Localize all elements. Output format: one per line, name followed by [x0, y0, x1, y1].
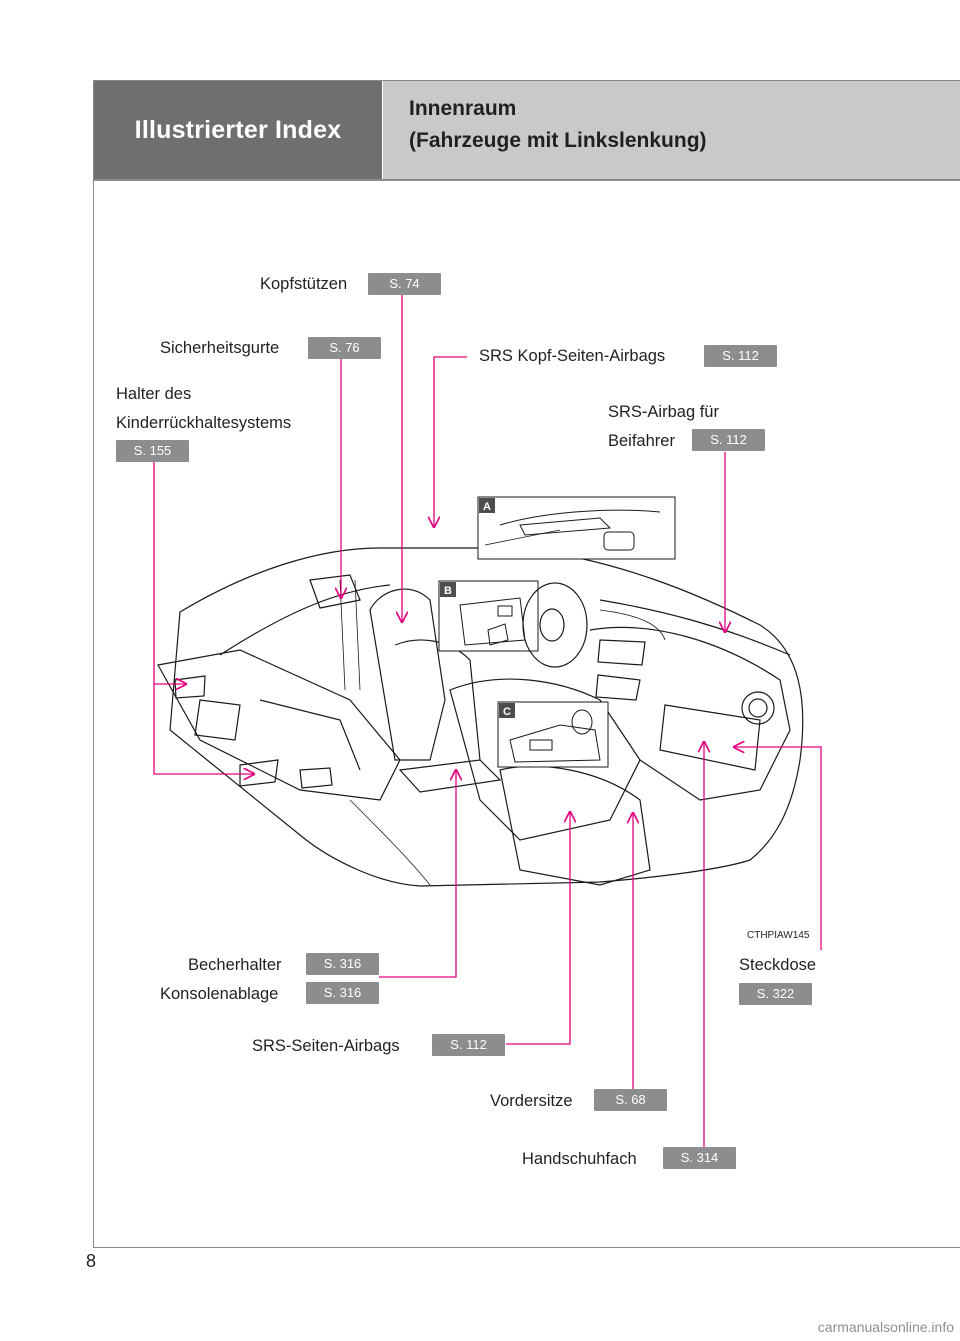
page-ref-halter[interactable]: S. 155: [116, 440, 189, 462]
label-airbag-beifahrer-line2: Beifahrer: [608, 432, 675, 450]
page-title-line1: Innenraum: [409, 97, 517, 120]
label-halter-line1: Halter des: [116, 385, 192, 403]
page-ref-konsolenablage[interactable]: S. 316: [306, 982, 379, 1004]
inset-a: A: [477, 496, 676, 560]
page-ref-becherhalter[interactable]: S. 316: [306, 953, 379, 975]
image-code: CTHPIAW145: [747, 930, 810, 941]
page-ref-srs-seiten-airbags[interactable]: S. 112: [432, 1034, 505, 1056]
page-ref-airbag-beifahrer[interactable]: S. 112: [692, 429, 765, 451]
label-vordersitze: Vordersitze: [490, 1092, 573, 1110]
page-frame: [93, 80, 960, 1248]
page-title-line2: (Fahrzeuge mit Linkslenkung): [409, 129, 707, 152]
section-title: Illustrierter Index: [134, 115, 342, 144]
label-sicherheitsgurte: Sicherheitsgurte: [160, 339, 280, 357]
page-ref-sicherheitsgurte[interactable]: S. 76: [308, 337, 381, 359]
svg-text:C: C: [503, 706, 511, 718]
svg-text:B: B: [444, 585, 452, 597]
label-srs-kopf-seiten-airbags: SRS Kopf-Seiten-Airbags: [479, 347, 666, 365]
page-ref-srs-kopf-seiten-airbags[interactable]: S. 112: [704, 345, 777, 367]
label-handschuhfach: Handschuhfach: [522, 1150, 637, 1168]
label-becherhalter: Becherhalter: [188, 956, 282, 974]
page-ref-kopfstuetzen[interactable]: S. 74: [368, 273, 441, 295]
label-steckdose: Steckdose: [739, 956, 817, 974]
page-ref-handschuhfach[interactable]: S. 314: [663, 1147, 736, 1169]
section-header: Illustrierter Index: [94, 81, 382, 179]
page-ref-steckdose[interactable]: S. 322: [739, 983, 812, 1005]
watermark: carmanualsonline.info: [817, 1319, 954, 1335]
label-srs-seiten-airbags: SRS-Seiten-Airbags: [252, 1037, 400, 1055]
page-number: 8: [86, 1251, 97, 1271]
label-kopfstuetzen: Kopfstützen: [260, 275, 348, 293]
svg-text:A: A: [483, 501, 491, 513]
leader-lines: [153, 295, 822, 1150]
page-title-box: Innenraum (Fahrzeuge mit Linkslenkung): [383, 81, 960, 179]
header-divider: [94, 179, 960, 181]
label-airbag-beifahrer-line1: SRS-Airbag für: [608, 403, 719, 421]
label-konsolenablage: Konsolenablage: [160, 985, 279, 1003]
page-ref-vordersitze[interactable]: S. 68: [594, 1089, 667, 1111]
inset-c: C: [497, 701, 609, 768]
label-halter-line2: Kinderrückhaltesystems: [116, 414, 292, 432]
